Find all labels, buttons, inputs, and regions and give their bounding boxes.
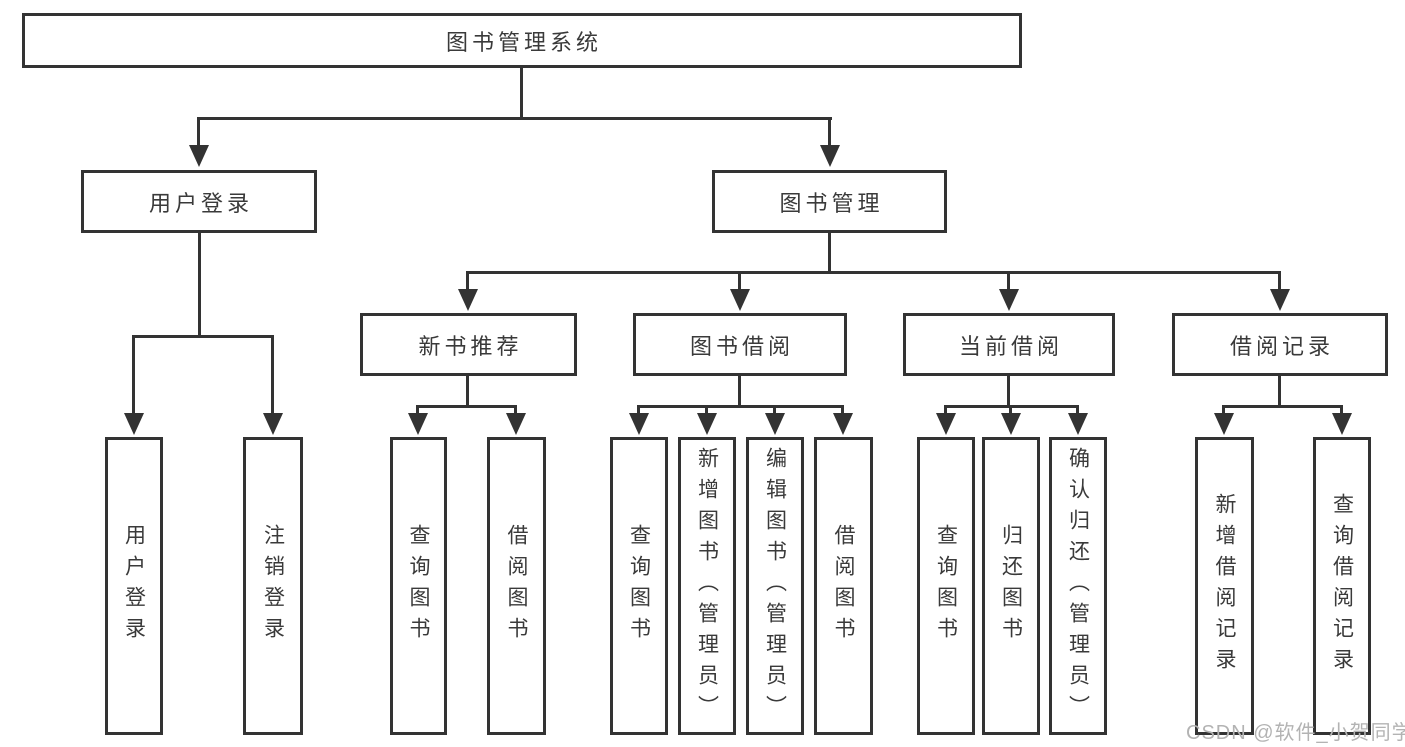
leaf-user-login: 用户登录 bbox=[105, 437, 163, 735]
arrowhead-down-icon bbox=[629, 413, 649, 435]
connector-to-book-management bbox=[828, 117, 831, 149]
node-new-book-recommend: 新书推荐 bbox=[360, 313, 577, 376]
arrowhead-down-icon bbox=[765, 413, 785, 435]
connector-to-current-query bbox=[944, 405, 947, 417]
node-book-management: 图书管理 bbox=[712, 170, 947, 233]
connector-records-stem bbox=[1278, 376, 1281, 405]
csdn-watermark: CSDN @软件_小贺同学 bbox=[1186, 722, 1405, 744]
leaf-borrowing-borrow-books: 借阅图书 bbox=[814, 437, 873, 735]
arrowhead-down-icon bbox=[820, 145, 840, 167]
leaf-records-add-borrow-record: 新增借阅记录 bbox=[1195, 437, 1254, 735]
leaf-borrowing-add-books-admin: 新增图书（管理员） bbox=[678, 437, 736, 735]
arrowhead-down-icon bbox=[697, 413, 717, 435]
arrowhead-down-icon bbox=[936, 413, 956, 435]
connector-to-borrowing-query bbox=[637, 405, 640, 417]
connector-current-stem bbox=[1007, 376, 1010, 405]
arrowhead-down-icon bbox=[124, 413, 144, 435]
arrowhead-down-icon bbox=[408, 413, 428, 435]
connector-user-login-stem bbox=[198, 232, 201, 335]
arrowhead-down-icon bbox=[833, 413, 853, 435]
node-current-borrowing: 当前借阅 bbox=[903, 313, 1115, 376]
connector-root-hbar bbox=[198, 117, 832, 120]
arrowhead-down-icon bbox=[1214, 413, 1234, 435]
leaf-borrowing-query-books: 查询图书 bbox=[610, 437, 668, 735]
connector-records-hbar bbox=[1222, 405, 1343, 408]
arrowhead-down-icon bbox=[506, 413, 526, 435]
node-user-login: 用户登录 bbox=[81, 170, 317, 233]
arrowhead-down-icon bbox=[189, 145, 209, 167]
connector-to-new-book-recommend bbox=[466, 271, 469, 293]
connector-to-recommend-query bbox=[416, 405, 419, 417]
leaf-logout-login: 注销登录 bbox=[243, 437, 303, 735]
node-borrowing-records: 借阅记录 bbox=[1172, 313, 1388, 376]
leaf-recommend-borrow-books: 借阅图书 bbox=[487, 437, 546, 735]
connector-user-login-hbar bbox=[132, 335, 274, 338]
connector-to-current-borrowing bbox=[1007, 271, 1010, 293]
connector-to-borrowing-borrow bbox=[841, 405, 844, 417]
leaf-recommend-query-books: 查询图书 bbox=[390, 437, 447, 735]
node-library-management-system: 图书管理系统 bbox=[22, 13, 1022, 68]
connector-book-management-hbar bbox=[466, 271, 1281, 274]
node-book-borrowing: 图书借阅 bbox=[633, 313, 847, 376]
connector-to-records-add bbox=[1222, 405, 1225, 417]
arrowhead-down-icon bbox=[730, 289, 750, 311]
connector-to-current-return bbox=[1009, 405, 1012, 417]
connector-to-borrowing-add bbox=[705, 405, 708, 417]
connector-to-current-confirm bbox=[1076, 405, 1079, 417]
connector-borrowing-hbar bbox=[637, 405, 844, 408]
arrowhead-down-icon bbox=[1332, 413, 1352, 435]
connector-recommend-hbar bbox=[416, 405, 517, 408]
connector-borrowing-stem bbox=[738, 376, 741, 405]
leaf-records-query-borrow-record: 查询借阅记录 bbox=[1313, 437, 1371, 735]
arrowhead-down-icon bbox=[263, 413, 283, 435]
connector-to-borrowing-edit bbox=[773, 405, 776, 417]
arrowhead-down-icon bbox=[1001, 413, 1021, 435]
connector-to-records-query bbox=[1340, 405, 1343, 417]
connector-to-leaf-logout bbox=[271, 335, 274, 417]
arrowhead-down-icon bbox=[1068, 413, 1088, 435]
leaf-current-return-books: 归还图书 bbox=[982, 437, 1040, 735]
connector-recommend-stem bbox=[466, 376, 469, 405]
leaf-current-query-books: 查询图书 bbox=[917, 437, 975, 735]
arrowhead-down-icon bbox=[999, 289, 1019, 311]
connector-book-management-stem bbox=[828, 232, 831, 271]
arrowhead-down-icon bbox=[458, 289, 478, 311]
connector-to-borrowing-records bbox=[1278, 271, 1281, 293]
connector-to-book-borrowing bbox=[738, 271, 741, 293]
arrowhead-down-icon bbox=[1270, 289, 1290, 311]
connector-to-leaf-user-login bbox=[132, 335, 135, 417]
connector-to-user-login bbox=[197, 117, 200, 149]
connector-to-recommend-borrow bbox=[514, 405, 517, 417]
connector-root-stem bbox=[520, 68, 523, 117]
leaf-borrowing-edit-books-admin: 编辑图书（管理员） bbox=[746, 437, 804, 735]
leaf-current-confirm-return-admin: 确认归还（管理员） bbox=[1049, 437, 1107, 735]
